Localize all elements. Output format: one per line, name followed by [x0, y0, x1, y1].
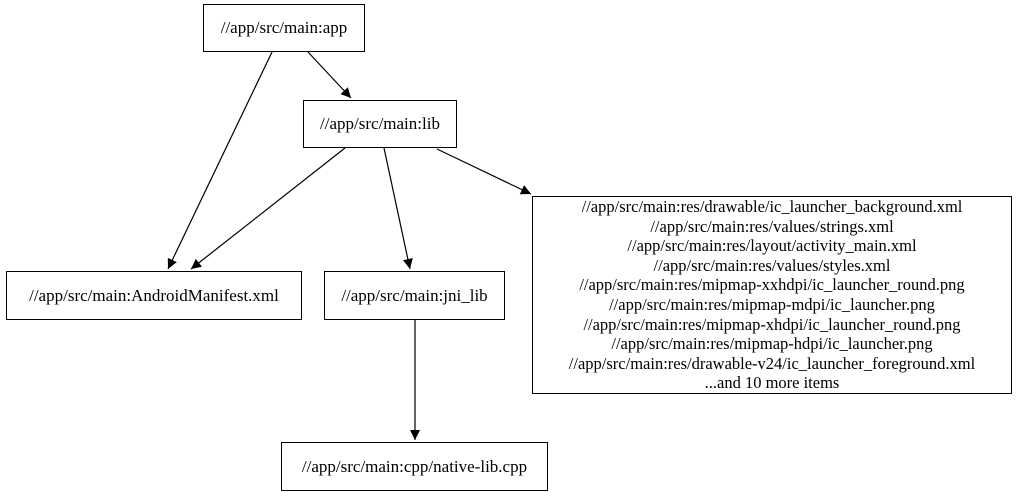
- node-native-lib-cpp: //app/src/main:cpp/native-lib.cpp: [281, 442, 548, 491]
- node-android-manifest-label: //app/src/main:AndroidManifest.xml: [29, 285, 279, 305]
- node-native-lib-cpp-label: //app/src/main:cpp/native-lib.cpp: [301, 456, 528, 476]
- resource-item: //app/src/main:res/values/styles.xml: [653, 255, 891, 275]
- node-android-manifest: //app/src/main:AndroidManifest.xml: [6, 271, 302, 320]
- resource-item: //app/src/main:res/drawable-v24/ic_launc…: [568, 353, 976, 373]
- node-app: //app/src/main:app: [203, 4, 365, 52]
- node-lib: //app/src/main:lib: [303, 100, 457, 148]
- edge-app-to-manifest: [167, 51, 273, 270]
- node-lib-label: //app/src/main:lib: [320, 114, 440, 134]
- resource-item: //app/src/main:res/mipmap-xhdpi/ic_launc…: [583, 314, 961, 334]
- resource-item: //app/src/main:res/mipmap-mdpi/ic_launch…: [609, 295, 935, 314]
- resource-item: //app/src/main:res/layout/activity_main.…: [627, 236, 917, 256]
- resource-item: //app/src/main:res/mipmap-hdpi/ic_launch…: [611, 334, 933, 354]
- node-resources-list: //app/src/main:res/drawable/ic_launcher_…: [532, 196, 1012, 394]
- edge-lib-to-resources: [436, 148, 532, 195]
- edge-app-to-lib: [307, 51, 352, 99]
- edge-lib-to-jni-lib: [383, 147, 413, 270]
- edge-lib-to-manifest: [190, 147, 346, 270]
- resource-item: //app/src/main:res/mipmap-xxhdpi/ic_laun…: [579, 275, 965, 295]
- resource-item: //app/src/main:res/values/strings.xml: [650, 216, 894, 236]
- node-jni-lib: //app/src/main:jni_lib: [324, 271, 505, 320]
- node-jni-lib-label: //app/src/main:jni_lib: [341, 285, 488, 305]
- node-app-label: //app/src/main:app: [220, 18, 348, 38]
- resource-item: //app/src/main:res/drawable/ic_launcher_…: [581, 197, 963, 217]
- resource-more-items: ...and 10 more items: [704, 373, 840, 393]
